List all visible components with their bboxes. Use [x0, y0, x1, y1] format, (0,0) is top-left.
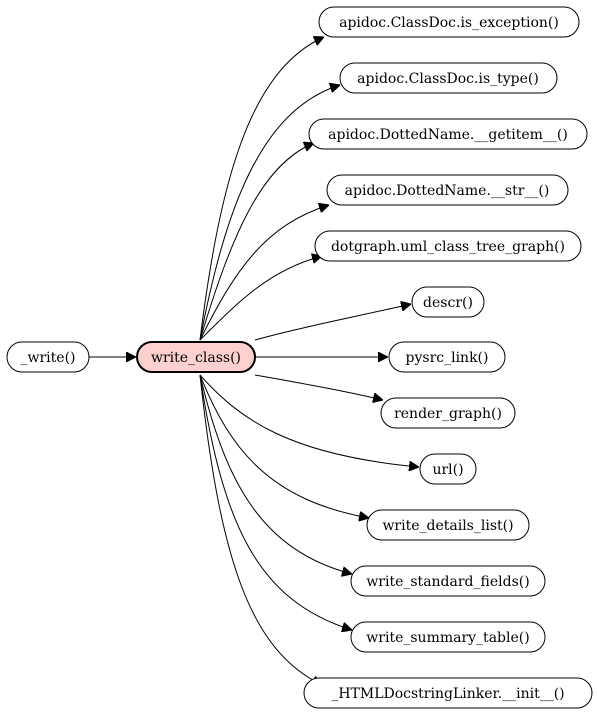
node-label: descr()	[423, 295, 473, 311]
node-label: apidoc.ClassDoc.is_type()	[357, 71, 539, 87]
node-label: write_summary_table()	[366, 630, 529, 646]
node-label: _HTMLDocstringLinker.__init__()	[331, 686, 564, 702]
edge-to-getitem	[199, 143, 314, 341]
edges	[89, 37, 419, 685]
node-label: url()	[432, 462, 463, 478]
node-label: dotgraph.uml_class_tree_graph()	[331, 239, 565, 255]
edge-to-is-type	[199, 85, 340, 341]
node-pysrc-link[interactable]: pysrc_link()	[388, 341, 506, 373]
node-htmldocstringlinker-init[interactable]: _HTMLDocstringLinker.__init__()	[303, 677, 593, 709]
node-label: write_standard_fields()	[366, 574, 529, 590]
node-render-graph[interactable]: render_graph()	[380, 397, 516, 429]
edge-to-htmldocstringlinker-init	[199, 374, 322, 685]
node-apidoc-classdoc-is-type[interactable]: apidoc.ClassDoc.is_type()	[339, 62, 558, 94]
node-label: apidoc.DottedName.__str__()	[345, 183, 550, 199]
node-label: _write()	[21, 350, 76, 366]
edge-to-url	[199, 374, 419, 467]
edge-to-write-details-list	[199, 374, 369, 518]
node-apidoc-dottedname-getitem[interactable]: apidoc.DottedName.__getitem__()	[308, 118, 588, 150]
edge-to-write-summary-table	[199, 374, 352, 630]
node-write-summary-table[interactable]: write_summary_table()	[350, 621, 546, 653]
edge-to-render-graph	[254, 374, 383, 400]
node-label: apidoc.DottedName.__getitem__()	[328, 127, 568, 143]
node-descr[interactable]: descr()	[411, 286, 485, 318]
node-dotgraph-uml-class-tree-graph[interactable]: dotgraph.uml_class_tree_graph()	[314, 230, 582, 262]
edge-to-write-standard-fields	[199, 374, 352, 574]
node-write-details-list[interactable]: write_details_list()	[366, 509, 530, 541]
edge-to-is-exception	[199, 37, 324, 341]
node-apidoc-dottedname-str[interactable]: apidoc.DottedName.__str__()	[326, 174, 569, 206]
node-label: pysrc_link()	[406, 350, 489, 366]
node-label: write_details_list()	[382, 518, 513, 534]
node-write-standard-fields[interactable]: write_standard_fields()	[350, 565, 546, 597]
edge-to-uml-class-tree-graph	[199, 256, 322, 341]
edge-to-str	[199, 205, 329, 341]
node-url[interactable]: url()	[419, 453, 477, 485]
node-label: render_graph()	[394, 406, 502, 422]
node-focus-write-class[interactable]: write_class()	[136, 341, 256, 373]
node-apidoc-classdoc-is-exception[interactable]: apidoc.ClassDoc.is_exception()	[318, 6, 580, 38]
node-caller-write[interactable]: _write()	[6, 341, 90, 373]
node-label: apidoc.ClassDoc.is_exception()	[339, 15, 559, 31]
edge-to-descr	[254, 304, 411, 341]
node-label: write_class()	[151, 350, 241, 366]
